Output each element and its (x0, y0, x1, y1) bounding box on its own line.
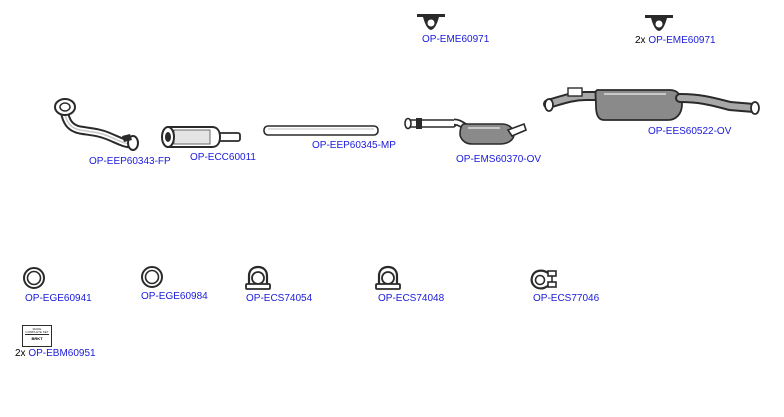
u-clamp-icon (245, 265, 271, 290)
part-label-ebm60951[interactable]: 2x OP-EBM60951 (15, 348, 96, 359)
bracket-box-line-3: BRKT (31, 336, 43, 341)
mounting-bracket-icon: MADE COMPLETE SET BRKT (22, 325, 52, 347)
part-code[interactable]: OP-EGE60984 (141, 291, 208, 302)
part-code[interactable]: OP-EGE60941 (25, 293, 92, 304)
part-code[interactable]: OP-EME60971 (648, 35, 716, 46)
u-clamp-icon (375, 265, 401, 290)
part-label-ecc60011[interactable]: OP-ECC60011 (190, 152, 256, 163)
front-pipe-icon (54, 98, 139, 151)
clamp-icon (530, 269, 557, 290)
rubber-hanger-icon (417, 14, 445, 30)
part-label-eme60971-a[interactable]: OP-EME60971 (422, 34, 489, 45)
bracket-box-line-2: COMPLETE SET (25, 330, 49, 335)
quantity-text: 2x (15, 348, 26, 359)
part-code[interactable]: OP-EEP60345-MP (312, 140, 396, 151)
rubber-hanger-icon (645, 15, 673, 31)
part-label-ecs74048[interactable]: OP-ECS74048 (378, 293, 444, 304)
part-label-ege60941[interactable]: OP-EGE60941 (25, 293, 92, 304)
part-code[interactable]: OP-EME60971 (422, 34, 490, 45)
rear-silencer-icon (543, 87, 760, 121)
middle-silencer-icon (404, 117, 527, 145)
part-label-eep60345-mp[interactable]: OP-EEP60345-MP (312, 140, 396, 151)
part-label-ege60984[interactable]: OP-EGE60984 (141, 291, 208, 302)
part-code[interactable]: OP-EEP60343-FP (89, 156, 171, 167)
part-label-ems60370-ov[interactable]: OP-EMS60370-OV (456, 154, 541, 165)
gasket-ring-icon (23, 267, 45, 289)
middle-pipe-icon (263, 125, 379, 136)
part-code[interactable]: OP-ECS77046 (533, 293, 600, 304)
part-code[interactable]: OP-EBM60951 (28, 348, 96, 359)
part-code[interactable]: OP-EES60522-OV (648, 126, 732, 137)
part-code[interactable]: OP-ECC60011 (190, 152, 256, 163)
quantity-text: 2x (635, 35, 646, 46)
catalytic-converter-icon (161, 126, 241, 148)
part-label-eep60343-fp[interactable]: OP-EEP60343-FP (89, 156, 171, 167)
part-label-eme60971-b[interactable]: 2x OP-EME60971 (635, 35, 716, 46)
part-code[interactable]: OP-ECS74054 (246, 293, 313, 304)
part-code[interactable]: OP-ECS74048 (378, 293, 445, 304)
gasket-ring-icon (141, 266, 163, 288)
bracket-box-line-1: MADE (32, 327, 42, 331)
part-code[interactable]: OP-EMS60370-OV (456, 154, 542, 165)
part-label-ees60522-ov[interactable]: OP-EES60522-OV (648, 126, 731, 137)
part-label-ecs77046[interactable]: OP-ECS77046 (533, 293, 599, 304)
part-label-ecs74054[interactable]: OP-ECS74054 (246, 293, 312, 304)
